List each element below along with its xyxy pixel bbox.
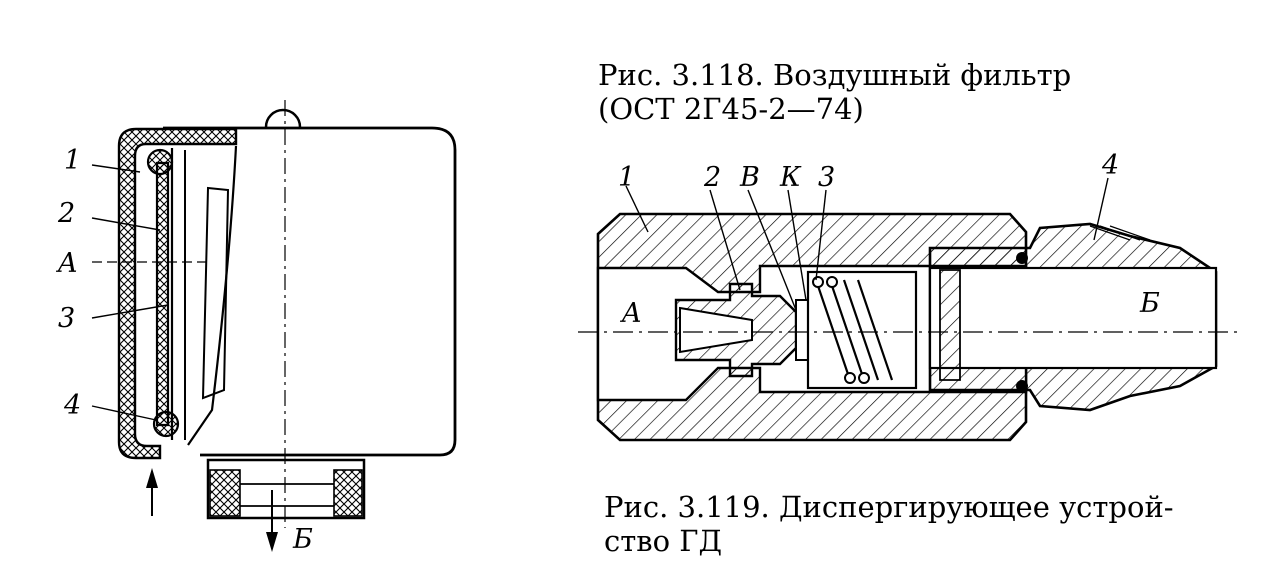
- caption-fig-3-118: Рис. 3.118. Воздушный фильтр (ОСТ 2Г45-2…: [598, 58, 1071, 126]
- label-part-2: 2: [703, 162, 721, 193]
- label-part-4: 4: [63, 390, 81, 421]
- caption-fig-3-119-line-1: Рис. 3.119. Диспергирующее устрой-: [604, 490, 1174, 524]
- label-chamber-v: В: [739, 162, 760, 193]
- top-knob: [264, 108, 302, 128]
- label-part-2: 2: [57, 198, 75, 229]
- lower-ring: [152, 410, 180, 438]
- caption-fig-3-118-line-1: Рис. 3.118. Воздушный фильтр: [598, 58, 1072, 92]
- filter-housing: [163, 126, 457, 457]
- label-inlet-a: A: [619, 298, 642, 329]
- air-filter-drawing: 1 2 A 3 4 Б: [55, 100, 457, 555]
- cavity-a: [201, 186, 230, 400]
- seal-wall-section: [117, 127, 238, 460]
- label-part-1: 1: [618, 162, 635, 193]
- caption-fig-3-119: Рис. 3.119. Диспергирующее устрой- ство …: [604, 490, 1174, 558]
- caption-fig-3-118-line-2: (ОСТ 2Г45-2—74): [598, 92, 864, 126]
- label-cavity-a: A: [55, 248, 78, 279]
- upper-ring: [146, 148, 174, 176]
- label-part-3: 3: [58, 303, 75, 334]
- caption-fig-3-119-line-2: ство ГД: [604, 524, 723, 558]
- filter-element: [155, 161, 170, 427]
- label-part-1: 1: [64, 145, 81, 176]
- spring-3: [806, 270, 918, 390]
- label-part-4: 4: [1101, 150, 1119, 181]
- label-outlet-b: Б: [292, 524, 313, 555]
- label-part-3: 3: [818, 162, 835, 193]
- dispersing-device-drawing: 1 2 В К 3 4 A Б: [578, 150, 1240, 442]
- label-outlet-b: Б: [1139, 288, 1160, 319]
- label-channel-k: К: [779, 162, 802, 193]
